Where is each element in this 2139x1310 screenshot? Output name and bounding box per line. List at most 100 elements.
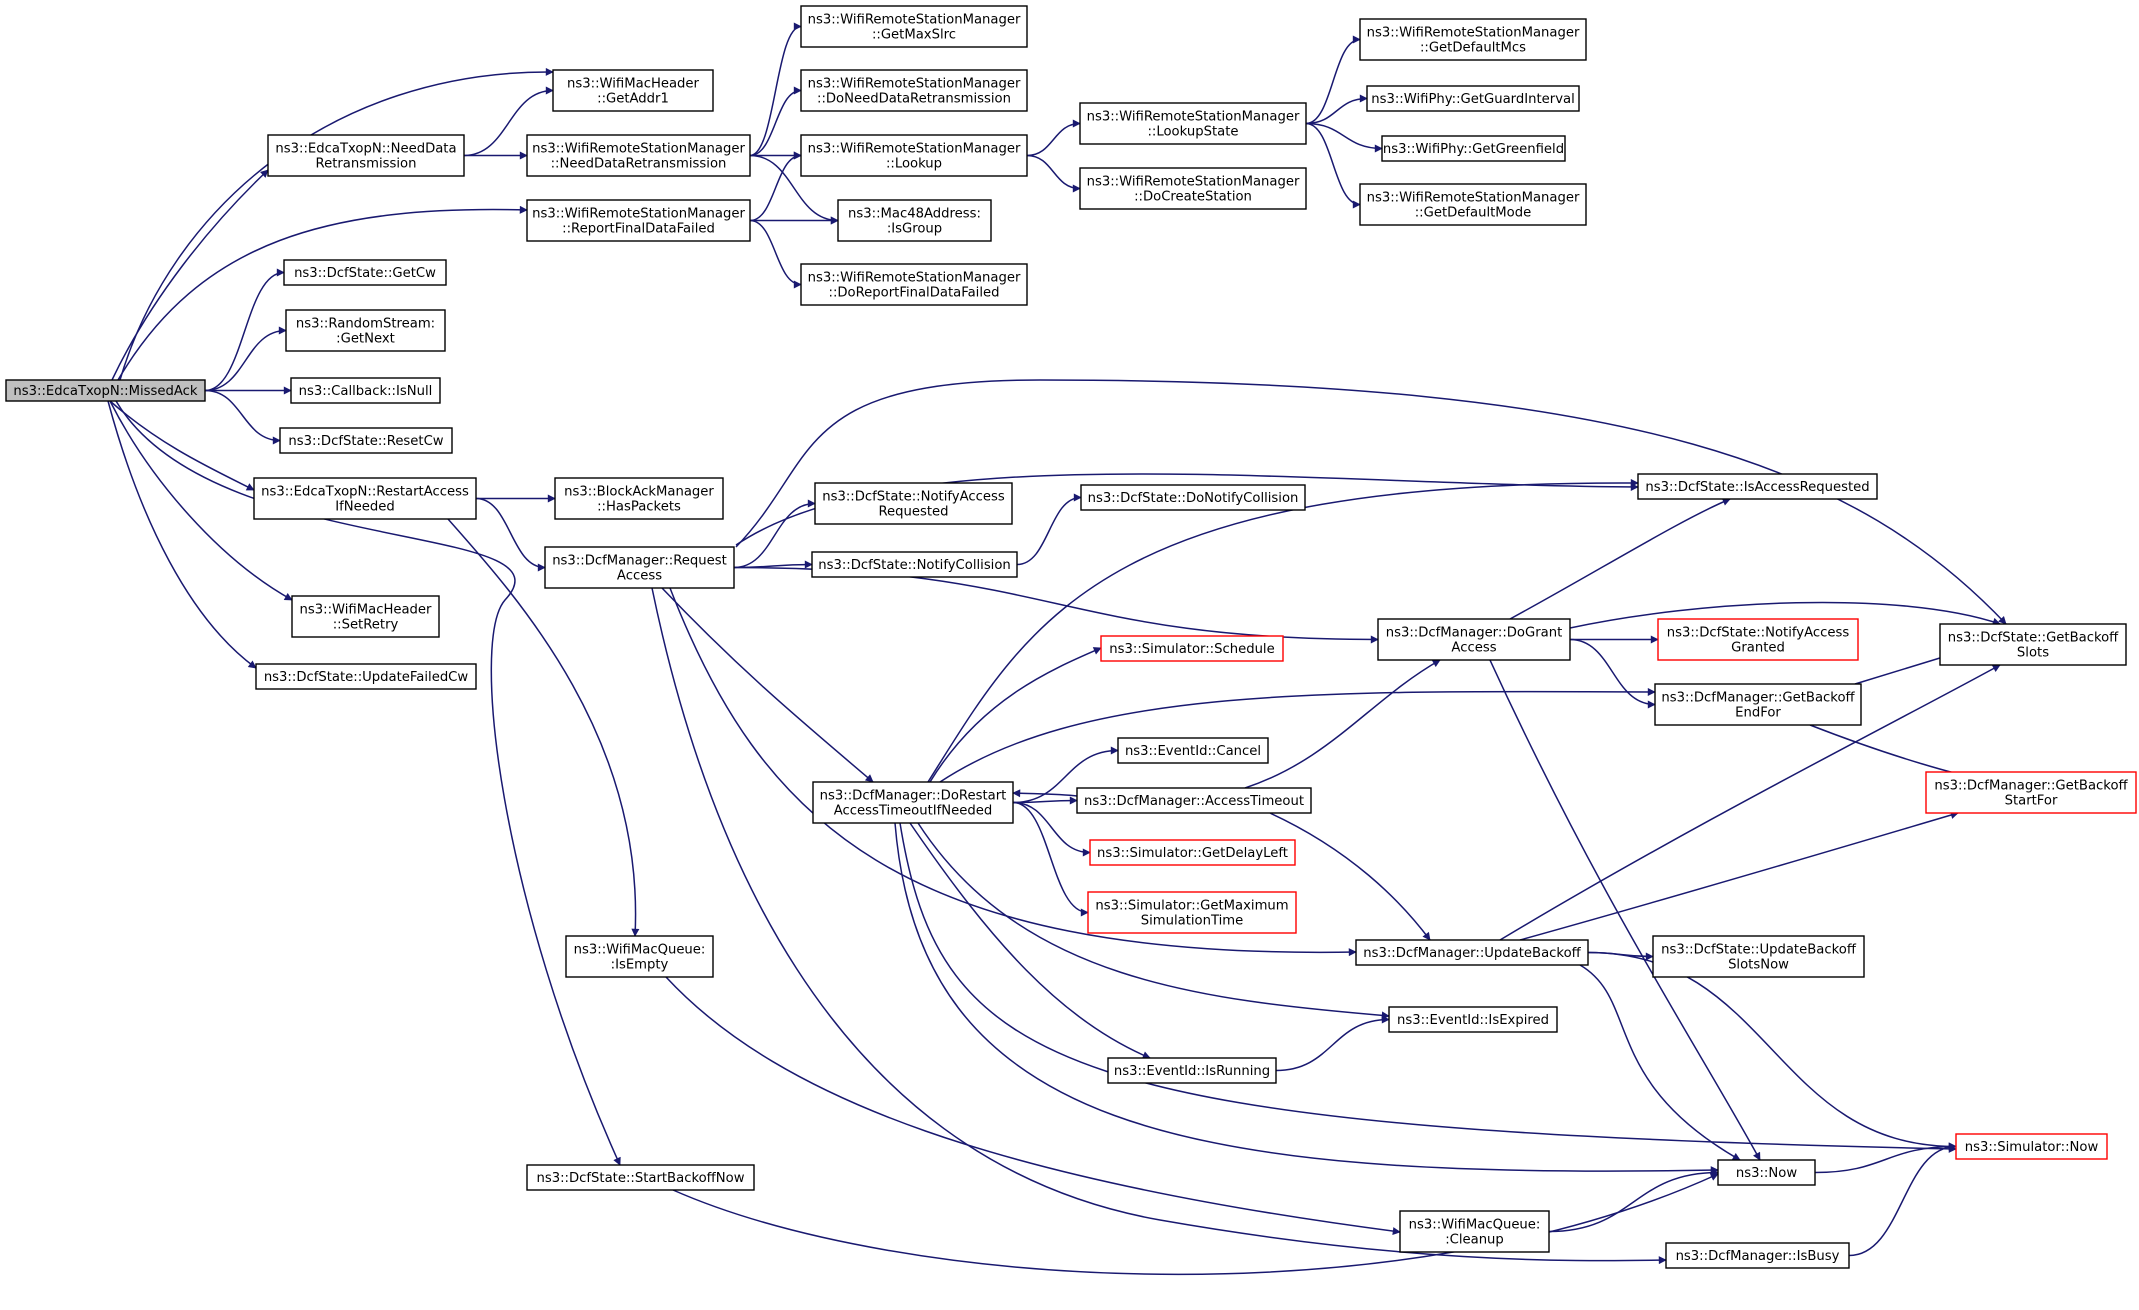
node-box-requestaccess[interactable]: [544, 546, 735, 589]
node-getdefaultmode[interactable]: ns3::WifiRemoteStationManager::GetDefaul…: [1359, 183, 1587, 226]
node-box-accesstimeout[interactable]: [1076, 787, 1312, 814]
node-box-doreportfinal[interactable]: [800, 263, 1028, 306]
node-box-getbackoffstartfor[interactable]: [1925, 771, 2137, 814]
node-box-getaddr1[interactable]: [552, 69, 714, 112]
node-box-haspackets[interactable]: [554, 477, 724, 520]
node-doneedretx[interactable]: ns3::WifiRemoteStationManager::DoNeedDat…: [800, 69, 1028, 112]
node-schedule[interactable]: ns3::Simulator::Schedule: [1100, 635, 1284, 662]
node-docreatestation[interactable]: ns3::WifiRemoteStationManager::DoCreateS…: [1079, 167, 1307, 210]
node-box-dograntaccess[interactable]: [1377, 618, 1571, 661]
node-box-getgreenfield[interactable]: [1381, 135, 1566, 162]
node-box-cleanup[interactable]: [1399, 1210, 1550, 1253]
node-box-updatebackoff[interactable]: [1355, 939, 1589, 966]
node-root[interactable]: ns3::EdcaTxopN::MissedAck: [5, 379, 206, 402]
node-box-getdefaultmcs[interactable]: [1359, 18, 1587, 61]
node-getmaxslrc[interactable]: ns3::WifiRemoteStationManager::GetMaxSlr…: [800, 5, 1028, 48]
node-box-getbackoffslots[interactable]: [1939, 623, 2127, 666]
node-getaddr1[interactable]: ns3::WifiMacHeader::GetAddr1: [552, 69, 714, 112]
node-box-now[interactable]: [1717, 1159, 1816, 1186]
node-setretry[interactable]: ns3::WifiMacHeader::SetRetry: [291, 595, 440, 638]
node-box-getmaxslrc[interactable]: [800, 5, 1028, 48]
node-box-resetcw[interactable]: [279, 427, 453, 454]
node-resetcw[interactable]: ns3::DcfState::ResetCw: [279, 427, 453, 454]
node-box-schedule[interactable]: [1100, 635, 1284, 662]
node-box-startbackoffnow[interactable]: [526, 1164, 755, 1191]
node-box-isbusy[interactable]: [1665, 1242, 1850, 1269]
node-box-docreatestation[interactable]: [1079, 167, 1307, 210]
node-box-cancel[interactable]: [1117, 737, 1269, 764]
node-accesstimeout[interactable]: ns3::DcfManager::AccessTimeout: [1076, 787, 1312, 814]
node-box-notifycollision[interactable]: [811, 551, 1018, 578]
node-box-getmaxsimtime[interactable]: [1087, 891, 1297, 934]
node-box-getnext[interactable]: [285, 309, 446, 352]
node-edca_needretx[interactable]: ns3::EdcaTxopN::NeedDataRetransmission: [267, 134, 465, 177]
node-now[interactable]: ns3::Now: [1717, 1159, 1816, 1186]
node-wrsm_needretx[interactable]: ns3::WifiRemoteStationManager::NeedDataR…: [526, 134, 751, 177]
node-isnull[interactable]: ns3::Callback::IsNull: [290, 377, 441, 404]
node-box-wrsm_reportfinal[interactable]: [526, 199, 751, 242]
node-getguardinterval[interactable]: ns3::WifiPhy::GetGuardInterval: [1366, 85, 1580, 112]
node-box-updatefailedcw[interactable]: [255, 663, 477, 690]
node-box-isrunning[interactable]: [1107, 1057, 1277, 1084]
node-wrsm_reportfinal[interactable]: ns3::WifiRemoteStationManager::ReportFin…: [526, 199, 751, 242]
node-box-lookup[interactable]: [800, 134, 1028, 177]
node-box-wrsm_needretx[interactable]: [526, 134, 751, 177]
node-box-lookupstate[interactable]: [1079, 102, 1307, 145]
node-isbusy[interactable]: ns3::DcfManager::IsBusy: [1665, 1242, 1850, 1269]
node-box-getdelayleft[interactable]: [1089, 839, 1296, 866]
node-getgreenfield[interactable]: ns3::WifiPhy::GetGreenfield: [1381, 135, 1566, 162]
node-getdelayleft[interactable]: ns3::Simulator::GetDelayLeft: [1089, 839, 1296, 866]
node-updatebackoff[interactable]: ns3::DcfManager::UpdateBackoff: [1355, 939, 1589, 966]
node-box-getcw[interactable]: [283, 259, 447, 286]
node-box-root[interactable]: [5, 379, 206, 402]
node-cleanup[interactable]: ns3::WifiMacQueue::Cleanup: [1399, 1210, 1550, 1253]
node-getnext[interactable]: ns3::RandomStream::GetNext: [285, 309, 446, 352]
node-box-isnull[interactable]: [290, 377, 441, 404]
node-box-edca_needretx[interactable]: [267, 134, 465, 177]
node-box-simulator_now[interactable]: [1955, 1133, 2108, 1160]
node-getdefaultmcs[interactable]: ns3::WifiRemoteStationManager::GetDefaul…: [1359, 18, 1587, 61]
node-box-notifyaccessrequested[interactable]: [814, 482, 1013, 525]
node-box-isexpired[interactable]: [1388, 1006, 1558, 1033]
node-startbackoffnow[interactable]: ns3::DcfState::StartBackoffNow: [526, 1164, 755, 1191]
node-box-doneedretx[interactable]: [800, 69, 1028, 112]
node-box-updatebackoffslotsnow[interactable]: [1652, 935, 1865, 978]
node-box-isaccessrequested[interactable]: [1637, 473, 1878, 500]
node-haspackets[interactable]: ns3::BlockAckManager::HasPackets: [554, 477, 724, 520]
node-notifycollision[interactable]: ns3::DcfState::NotifyCollision: [811, 551, 1018, 578]
node-wifimacqueue_isempty[interactable]: ns3::WifiMacQueue::IsEmpty: [565, 935, 714, 978]
node-box-restartaccess[interactable]: [253, 477, 477, 520]
node-box-isgroup[interactable]: [837, 199, 992, 242]
node-isexpired[interactable]: ns3::EventId::IsExpired: [1388, 1006, 1558, 1033]
node-box-donotifycollision[interactable]: [1080, 484, 1306, 511]
node-isgroup[interactable]: ns3::Mac48Address::IsGroup: [837, 199, 992, 242]
node-box-notifyaccessgranted[interactable]: [1657, 618, 1859, 661]
node-donotifycollision[interactable]: ns3::DcfState::DoNotifyCollision: [1080, 484, 1306, 511]
node-updatefailedcw[interactable]: ns3::DcfState::UpdateFailedCw: [255, 663, 477, 690]
node-dorestart[interactable]: ns3::DcfManager::DoRestartAccessTimeoutI…: [812, 781, 1014, 824]
node-box-setretry[interactable]: [291, 595, 440, 638]
node-box-getdefaultmode[interactable]: [1359, 183, 1587, 226]
node-isaccessrequested[interactable]: ns3::DcfState::IsAccessRequested: [1637, 473, 1878, 500]
node-isrunning[interactable]: ns3::EventId::IsRunning: [1107, 1057, 1277, 1084]
node-box-getbackoffendfor[interactable]: [1654, 683, 1862, 726]
node-getcw[interactable]: ns3::DcfState::GetCw: [283, 259, 447, 286]
node-cancel[interactable]: ns3::EventId::Cancel: [1117, 737, 1269, 764]
node-box-dorestart[interactable]: [812, 781, 1014, 824]
node-box-getguardinterval[interactable]: [1366, 85, 1580, 112]
node-box-wifimacqueue_isempty[interactable]: [565, 935, 714, 978]
node-doreportfinal[interactable]: ns3::WifiRemoteStationManager::DoReportF…: [800, 263, 1028, 306]
node-simulator_now[interactable]: ns3::Simulator::Now: [1955, 1133, 2108, 1160]
node-lookupstate[interactable]: ns3::WifiRemoteStationManager::LookupSta…: [1079, 102, 1307, 145]
node-lookup[interactable]: ns3::WifiRemoteStationManager::Lookup: [800, 134, 1028, 177]
